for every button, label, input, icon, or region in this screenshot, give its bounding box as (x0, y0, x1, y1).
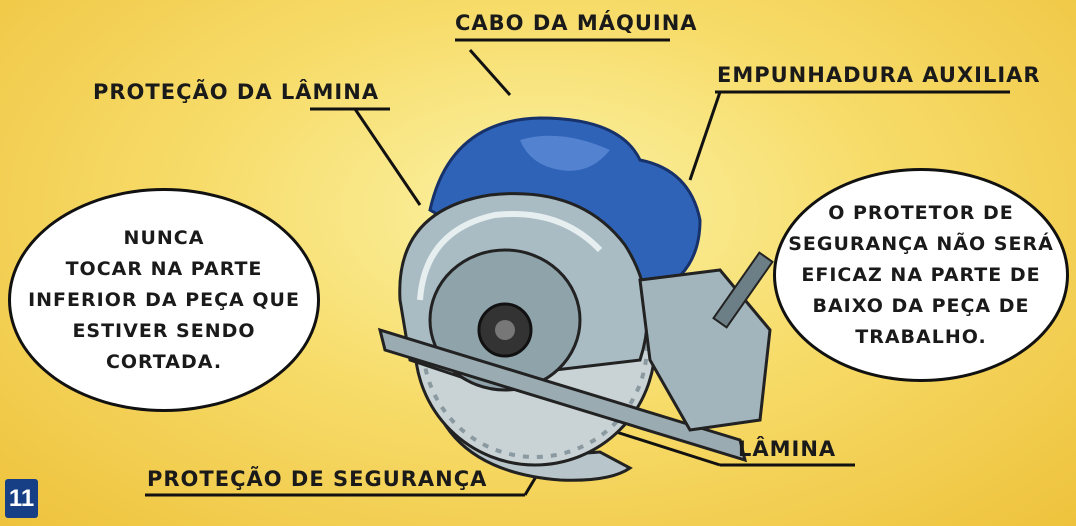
page-number-badge: 11 (5, 479, 38, 518)
label-lamina: LÂMINA (738, 437, 837, 461)
label-protecao-da-lamina: PROTEÇÃO DA LÂMINA (93, 80, 380, 104)
leader-lines (145, 38, 1010, 497)
speech-bubble-right: O PROTETOR DE SEGURANÇA NÃO SERÁ EFICAZ … (773, 168, 1069, 382)
leader-lamina (609, 428, 721, 467)
label-cabo-da-maquina: CABO DA MÁQUINA (455, 11, 698, 35)
saw-body (377, 116, 774, 482)
bubble-left-text: NUNCA TOCAR NA PARTE INFERIOR DA PEÇA QU… (28, 226, 300, 373)
label-protecao-de-seguranca: PROTEÇÃO DE SEGURANÇA (147, 467, 488, 491)
label-empunhadura-auxiliar: EMPUNHADURA AUXILIAR (717, 63, 1041, 87)
leader-empunhadura (688, 91, 722, 181)
speech-bubble-left: NUNCA TOCAR NA PARTE INFERIOR DA PEÇA QU… (8, 188, 320, 412)
leader-protecao-lamina (353, 108, 422, 206)
bubble-right-text: O PROTETOR DE SEGURANÇA NÃO SERÁ EFICAZ … (788, 201, 1054, 348)
leader-cabo (468, 49, 512, 96)
base-plate (377, 327, 748, 463)
